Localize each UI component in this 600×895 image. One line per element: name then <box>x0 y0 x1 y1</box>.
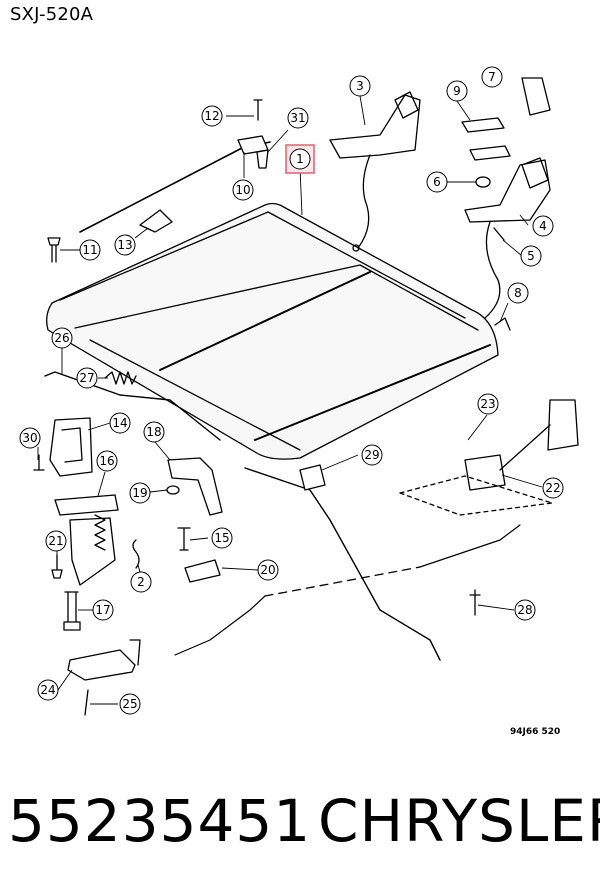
callout-1: 1 <box>296 152 304 166</box>
release-cable <box>244 467 441 661</box>
bolt-5 <box>493 227 505 241</box>
part-30-bolt <box>33 454 45 471</box>
callouts <box>19 66 564 715</box>
callout-6: 6 <box>433 175 441 189</box>
callout-10: 10 <box>235 183 250 197</box>
part-9-plate-lower <box>469 145 511 161</box>
clip-20 <box>184 559 221 583</box>
callout-21: 21 <box>48 534 63 548</box>
callout-labels: 1 2 3 4 5 6 7 8 9 10 11 12 13 14 15 16 1… <box>22 70 560 711</box>
callout-9: 9 <box>453 84 461 98</box>
callout-13: 13 <box>117 238 132 252</box>
hood-panel <box>46 202 499 460</box>
callout-27: 27 <box>79 371 94 385</box>
hinge-left <box>329 91 421 252</box>
brand-name: CHRYSLER <box>318 787 600 855</box>
callout-18: 18 <box>146 425 161 439</box>
callout-8: 8 <box>514 286 522 300</box>
catch-29 <box>299 464 326 491</box>
callout-30: 30 <box>22 431 37 445</box>
callout-4: 4 <box>539 219 547 233</box>
callout-23: 23 <box>480 397 495 411</box>
callout-12: 12 <box>204 109 219 123</box>
part-7-shape <box>521 77 551 116</box>
callout-28: 28 <box>517 603 532 617</box>
callout-11: 11 <box>82 243 97 257</box>
callout-2: 2 <box>137 575 145 589</box>
leader-lines <box>37 95 543 705</box>
figure-reference: 94J66 520 <box>510 727 561 737</box>
part-9-plate-upper <box>461 117 505 133</box>
callout-24: 24 <box>40 683 55 697</box>
callout-20: 20 <box>260 563 275 577</box>
callout-16: 16 <box>99 454 114 468</box>
callout-15: 15 <box>214 531 229 545</box>
bumper-17 <box>63 591 81 631</box>
callout-26: 26 <box>54 331 69 345</box>
latch-assembly-22 <box>464 454 506 491</box>
release-handle-18 <box>167 457 223 516</box>
callout-7: 7 <box>488 70 496 84</box>
part-12-bolt <box>253 99 263 121</box>
fastener-8 <box>494 317 511 331</box>
part-31-clip <box>256 149 269 169</box>
callout-29: 29 <box>364 448 379 462</box>
part-13-clip <box>139 209 173 233</box>
spring-27 <box>104 371 137 385</box>
callout-25: 25 <box>122 697 137 711</box>
callout-5: 5 <box>527 249 535 263</box>
bracket-24 <box>67 649 136 681</box>
hinge-right <box>464 157 551 319</box>
pin-25 <box>84 689 89 716</box>
callout-22: 22 <box>545 481 560 495</box>
callout-3: 3 <box>356 79 364 93</box>
rod-26 <box>44 371 221 441</box>
part-number: 55235451 <box>8 787 312 855</box>
bracket-16 <box>54 494 119 516</box>
clip-2 <box>132 539 140 569</box>
part-6-nut <box>475 176 491 188</box>
screw-15 <box>177 527 191 551</box>
callout-19: 19 <box>132 486 147 500</box>
callout-17: 17 <box>95 603 110 617</box>
grommet-19 <box>166 485 180 495</box>
callout-31: 31 <box>290 111 305 125</box>
bolt-28 <box>469 589 481 616</box>
callout-14: 14 <box>112 416 127 430</box>
diagram-code: SXJ-520A <box>10 4 94 25</box>
latch-14 <box>49 417 93 477</box>
part-11-bolt <box>47 237 61 263</box>
